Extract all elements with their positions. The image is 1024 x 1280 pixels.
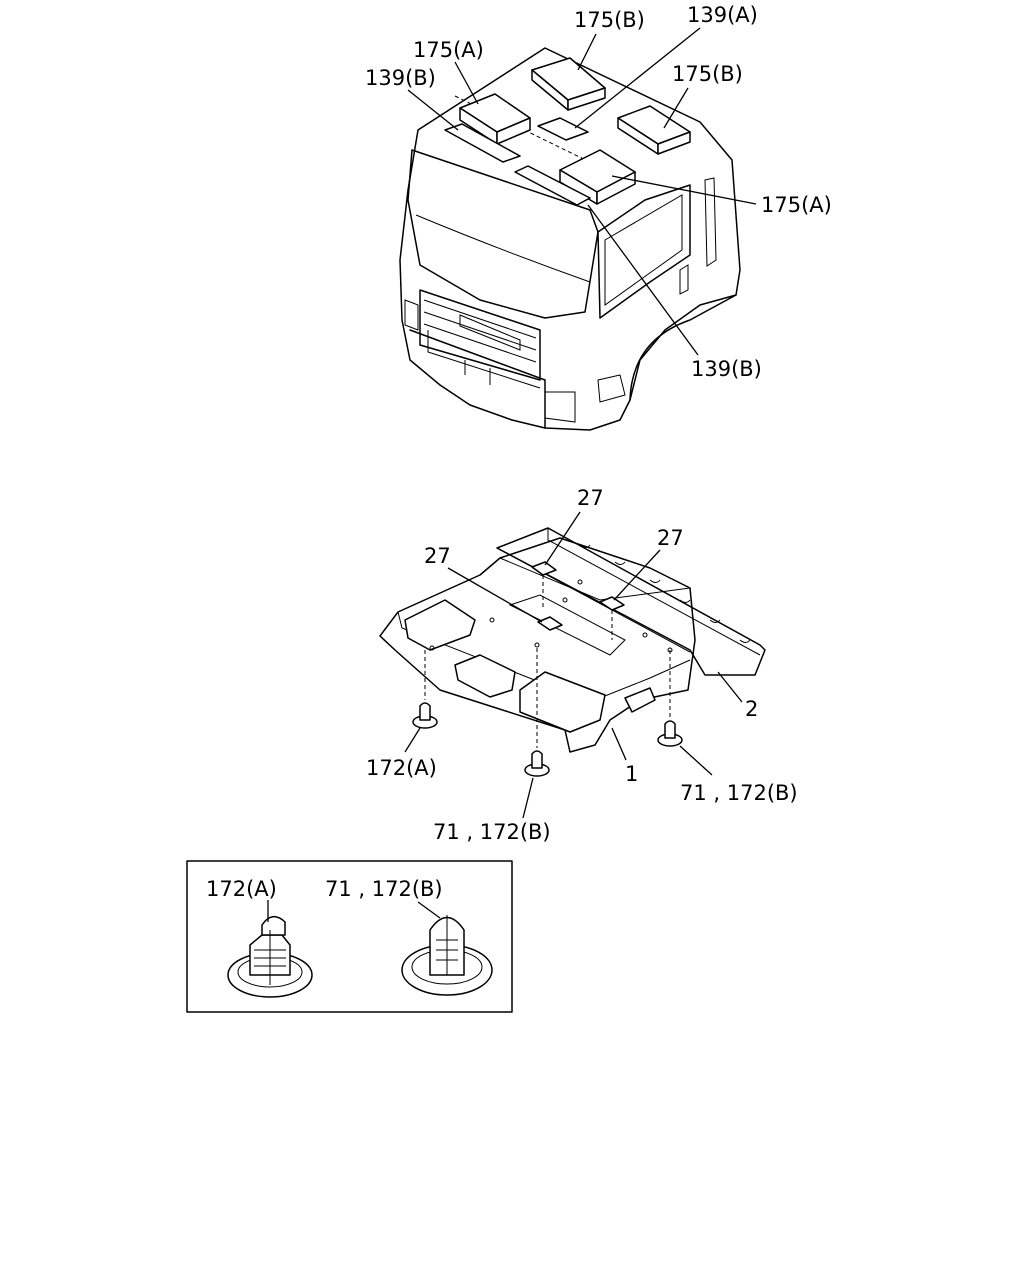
label-139b-bottom: 139(B) (691, 357, 762, 381)
label-172a: 172(A) (366, 756, 437, 780)
label-2: 2 (745, 697, 758, 721)
headliner-panel (379, 537, 696, 753)
label-detail-172a: 172(A) (206, 877, 277, 901)
pad-175b-top (531, 57, 606, 111)
label-71-172b-right: 71 , 172(B) (680, 781, 798, 805)
label-175a-right: 175(A) (761, 193, 832, 217)
detail-clip-172a (227, 916, 313, 998)
spacer-27-top (531, 561, 557, 576)
strip-139b-lower (514, 165, 591, 206)
pad-175b-right (617, 105, 691, 155)
pad-175a-center (559, 149, 636, 205)
label-1: 1 (625, 762, 638, 786)
label-71-172b-center: 71 , 172(B) (433, 820, 551, 844)
clip-71-172b-center (524, 750, 550, 777)
detail-clip-71-172b (401, 915, 493, 996)
headliner-assembly (379, 527, 766, 753)
label-139b-left: 139(B) (365, 66, 436, 90)
label-27-top: 27 (577, 486, 604, 510)
label-175b-top: 175(B) (574, 8, 645, 32)
label-175a-top: 175(A) (413, 38, 484, 62)
label-139a: 139(A) (687, 3, 758, 27)
clip-172a-left (412, 702, 438, 729)
roof-pads (444, 57, 691, 206)
label-27-left: 27 (424, 544, 451, 568)
truck-cab (399, 47, 741, 431)
spacer-27-right (599, 596, 625, 611)
cab-leaders (407, 27, 757, 356)
label-27-right: 27 (657, 526, 684, 550)
strip-139b-left (444, 123, 521, 163)
clip-71-172b-right (657, 720, 683, 747)
rear-panel (496, 527, 766, 676)
clips (412, 702, 683, 777)
label-175b-right: 175(B) (672, 62, 743, 86)
detail-box (186, 860, 513, 1013)
label-detail-71-172b: 71 , 172(B) (325, 877, 443, 901)
strip-139a (537, 117, 589, 141)
headliner-leaders (404, 511, 743, 819)
spacer-27-left (537, 616, 563, 631)
